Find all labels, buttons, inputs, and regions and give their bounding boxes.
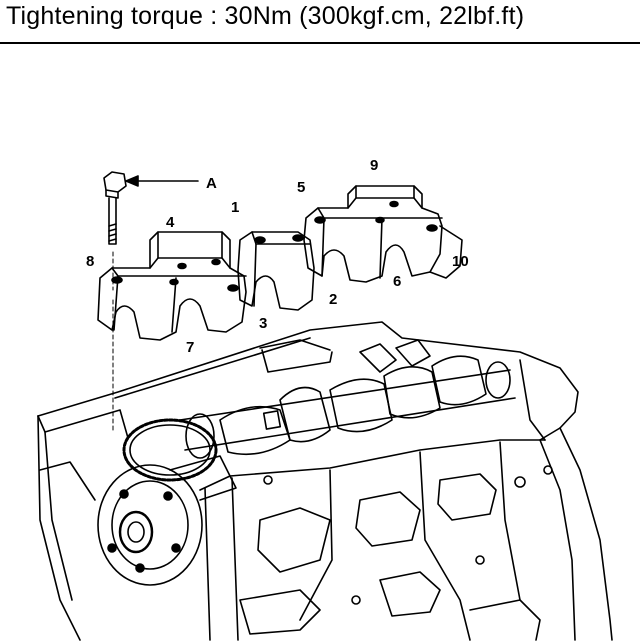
crank-pulley [97,455,237,586]
bearing-cap-rear-right [303,185,463,283]
callout-6: 6 [393,273,401,290]
bearing-cap-front-left [97,231,247,341]
callout-8: 8 [86,253,94,270]
spec-header: Tightening torque : 30Nm (300kgf.cm, 22l… [0,0,640,46]
cylinder-block [37,321,613,641]
callout-5: 5 [297,179,305,196]
timing-sprocket [122,418,218,482]
callout-2: 2 [329,291,337,308]
callout-10: 10 [452,253,469,270]
callout-labels: A 1 2 3 4 5 6 7 8 9 10 [86,157,469,356]
callout-1: 1 [231,199,239,216]
bearing-cap-center [237,231,315,311]
callout-4: 4 [166,214,175,231]
bolt-a [103,171,127,245]
leader-arrowhead [125,175,139,187]
callout-3: 3 [259,315,267,332]
callout-9: 9 [370,157,378,174]
callout-a: A [206,175,217,192]
torque-spec-text: Tightening torque : 30Nm (300kgf.cm, 22l… [6,2,525,30]
header-divider [0,42,640,44]
callout-7: 7 [186,339,194,356]
crankshaft [179,339,516,459]
